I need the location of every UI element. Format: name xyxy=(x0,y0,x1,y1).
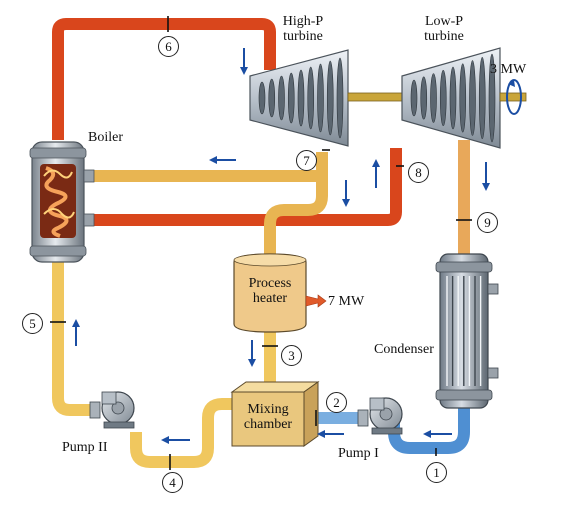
process-heater-label: Process heater xyxy=(248,276,292,306)
pipe-state-1 xyxy=(388,408,470,454)
turbine-blade xyxy=(469,60,476,136)
pipe-state-6 xyxy=(52,18,276,140)
pipe-extraction xyxy=(264,176,328,254)
state-8-marker: 8 xyxy=(408,162,429,183)
mixing-chamber xyxy=(230,381,320,447)
turbine-blade xyxy=(278,75,285,121)
state-6-marker: 6 xyxy=(158,36,179,57)
condenser xyxy=(435,253,499,409)
boiler-label: Boiler xyxy=(88,130,123,145)
turbine-blade xyxy=(258,81,266,115)
mixing-chamber-label: Mixing chamber xyxy=(243,402,293,432)
turbine-blade xyxy=(449,66,457,130)
turbine-blade xyxy=(317,63,324,133)
turbine-blade xyxy=(478,56,486,140)
pump-2-label: Pump II xyxy=(62,440,108,455)
pipe-state-4 xyxy=(130,398,232,468)
process-heater xyxy=(233,253,307,333)
turbine-blade xyxy=(459,63,467,133)
turbine-blade xyxy=(420,76,428,120)
turbine-blade xyxy=(287,72,295,124)
heat-out-arrow xyxy=(305,294,327,308)
state-3-marker: 3 xyxy=(281,345,302,366)
boiler xyxy=(29,141,95,263)
pipe-state-8 xyxy=(92,148,402,226)
state-7-marker: 7 xyxy=(296,150,317,171)
flow-arrows xyxy=(72,48,490,444)
turbine-blade xyxy=(430,73,437,123)
state-ticks xyxy=(50,16,472,470)
turbine-blade xyxy=(488,53,496,143)
pipe-state-5 xyxy=(52,262,96,416)
pump-1 xyxy=(357,397,403,435)
high-p-turbine xyxy=(249,49,349,147)
state-2-marker: 2 xyxy=(326,392,347,413)
state-9-marker: 9 xyxy=(477,212,498,233)
heater-duty-label: 7 MW xyxy=(328,294,365,309)
low-p-turbine xyxy=(401,47,501,149)
turbine-blade xyxy=(326,60,334,136)
turbine-blade xyxy=(439,69,447,127)
shaft-rotation-icon xyxy=(506,79,522,115)
turbine-blade xyxy=(268,78,276,118)
state-1-marker: 1 xyxy=(426,462,447,483)
turbine-blade xyxy=(307,66,315,130)
output-shaft xyxy=(499,92,527,102)
turbine-shaft xyxy=(347,92,403,102)
pipe-state-7 xyxy=(92,152,328,182)
turbine-blade xyxy=(336,57,344,139)
condenser-label: Condenser xyxy=(374,342,434,357)
pump-2 xyxy=(89,391,135,429)
high-p-turbine-label: High-P turbine xyxy=(282,14,324,44)
low-p-turbine-label: Low-P turbine xyxy=(424,14,464,44)
state-5-marker: 5 xyxy=(22,313,43,334)
turbine-blade xyxy=(410,79,418,117)
power-output-label: 3 MW xyxy=(490,62,527,77)
state-4-marker: 4 xyxy=(162,472,183,493)
pump-1-label: Pump I xyxy=(338,446,379,461)
turbine-blade xyxy=(297,69,305,127)
